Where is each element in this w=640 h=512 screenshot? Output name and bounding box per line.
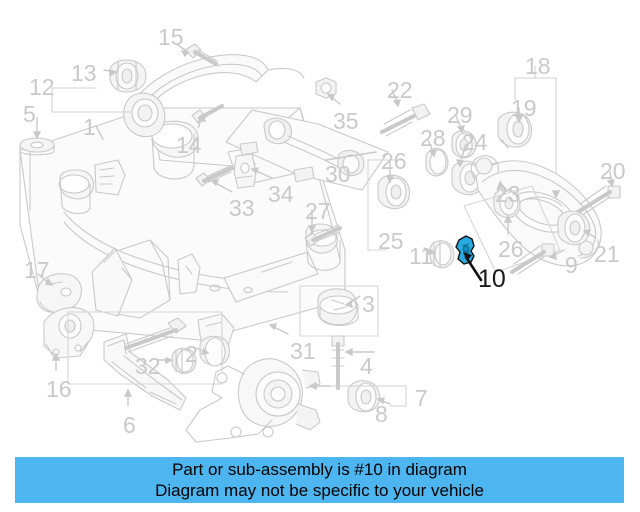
callout-4: 4 xyxy=(360,353,373,379)
part-16-carrier xyxy=(43,307,95,359)
callout-27: 27 xyxy=(305,198,331,224)
part-14-bolt xyxy=(191,104,224,124)
part-7-knuckle xyxy=(185,358,321,443)
bracket-12 xyxy=(51,87,131,113)
callout-15: 15 xyxy=(158,24,184,50)
banner-line-2: Diagram may not be specific to your vehi… xyxy=(155,481,484,500)
callout-19: 19 xyxy=(511,95,537,121)
callout-1: 1 xyxy=(83,114,96,140)
callout-30: 30 xyxy=(325,161,351,187)
callout-3: 3 xyxy=(362,291,375,317)
callout-13: 13 xyxy=(71,60,97,86)
callout-28: 28 xyxy=(420,125,446,151)
callout-5: 5 xyxy=(23,101,36,127)
callout-16: 16 xyxy=(46,376,72,402)
callout-33: 33 xyxy=(229,195,255,221)
callout-20: 20 xyxy=(600,158,626,184)
part-32-bushing xyxy=(171,347,197,375)
callout-6: 6 xyxy=(123,412,136,438)
callout-25: 25 xyxy=(378,228,404,254)
callout-21: 21 xyxy=(594,241,620,267)
part-12-upper-arm xyxy=(123,54,305,138)
callout-7: 7 xyxy=(415,385,428,411)
part-26-bushing-b xyxy=(493,188,521,219)
part-13-bushing xyxy=(109,59,147,93)
part-25-box xyxy=(463,185,561,273)
bracket-7-8 xyxy=(329,385,407,407)
callout-35: 35 xyxy=(333,108,359,134)
part-9-bolt xyxy=(510,243,555,275)
part-5-spacer xyxy=(19,137,55,156)
part-4-bolt xyxy=(331,335,345,390)
callout-26: 26 xyxy=(381,148,407,174)
callout-24: 24 xyxy=(462,129,488,155)
callout-11: 11 xyxy=(409,243,433,269)
callout-8: 8 xyxy=(375,401,388,427)
callout-box-26-25 xyxy=(367,159,405,251)
part-22-bolt xyxy=(380,103,431,137)
callout-32: 32 xyxy=(135,353,161,379)
part-3-bushing xyxy=(317,288,359,327)
leader-lines xyxy=(32,43,616,407)
callout-29: 29 xyxy=(447,102,473,128)
part-8-bushing xyxy=(347,380,381,413)
callout-box-lower xyxy=(67,285,379,385)
part-30-lateral-link xyxy=(225,109,389,191)
callout-12: 12 xyxy=(29,74,55,100)
part-34-bracket xyxy=(233,153,257,189)
callout-23: 23 xyxy=(495,181,521,207)
callout-22: 22 xyxy=(387,77,413,103)
part-27-bolt xyxy=(304,224,342,247)
callout-2: 2 xyxy=(185,341,198,367)
part-28-sleeve xyxy=(425,147,449,177)
callout-18: 18 xyxy=(525,53,551,79)
part-29-bushing xyxy=(451,130,477,159)
part-26-bushing-a xyxy=(377,174,411,210)
highlight-arrow-10 xyxy=(463,252,483,282)
part-19-bushing xyxy=(497,111,533,149)
callout-10: 10 xyxy=(478,265,506,293)
part-11-bushing xyxy=(429,240,455,269)
callout-9: 9 xyxy=(565,252,578,278)
callout-17: 17 xyxy=(24,257,50,283)
banner-line-1: Part or sub-assembly is #10 in diagram xyxy=(172,460,467,479)
part-15-bolt xyxy=(184,43,219,67)
part-35-nut xyxy=(315,77,337,99)
callout-26b: 26 xyxy=(498,236,524,262)
callout-14: 14 xyxy=(176,132,202,158)
part-31-bolt xyxy=(124,317,187,353)
part-21-nut xyxy=(557,210,591,246)
callout-34: 34 xyxy=(268,181,294,207)
callout-31: 31 xyxy=(290,338,316,364)
info-banner: Part or sub-assembly is #10 in diagram D… xyxy=(15,457,624,503)
part-20-bolt xyxy=(576,185,621,215)
